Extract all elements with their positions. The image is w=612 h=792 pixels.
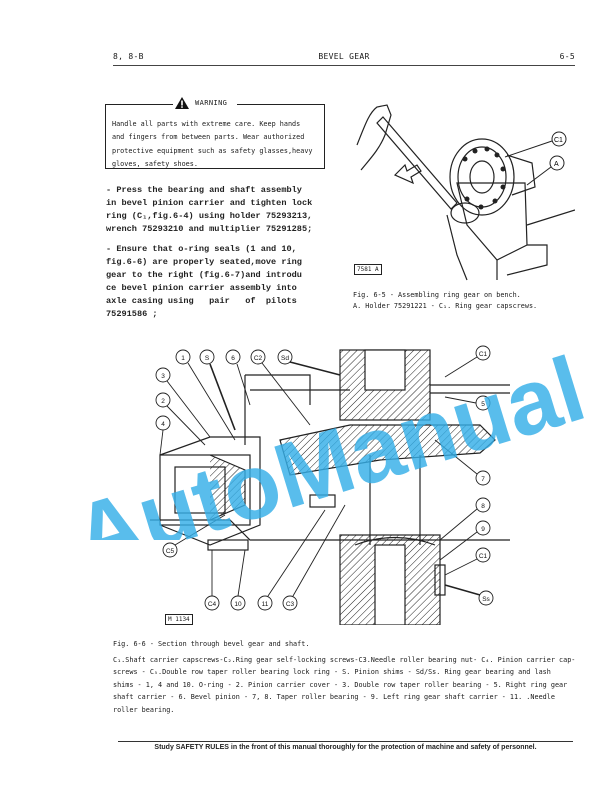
figure-6-5-caption: Fig. 6-5 - Assembling ring gear on bench… xyxy=(353,290,573,312)
page-number: 6-5 xyxy=(559,52,575,61)
section-number: 8, 8-B xyxy=(113,52,144,61)
instruction-step-1: - Press the bearing and shaft assembly i… xyxy=(106,184,338,236)
figure-caption-title: Fig. 6-6 - Section through bevel gear an… xyxy=(113,640,310,648)
svg-text:6: 6 xyxy=(231,355,235,362)
figure-caption-legend-line: screws - C₅.Double row taper roller bear… xyxy=(113,668,551,676)
instruction-line: gear to the right (fig.6-7)and introdu xyxy=(106,270,302,280)
figure-caption-legend-line: C₁.Shaft carrier capscrews-C₂.Ring gear … xyxy=(113,655,576,664)
svg-text:10: 10 xyxy=(234,601,242,608)
svg-text:7: 7 xyxy=(481,476,485,483)
page-title: BEVEL GEAR xyxy=(318,52,370,61)
svg-text:Sd: Sd xyxy=(281,355,289,362)
warning-box xyxy=(105,104,325,169)
instruction-line: fig.6-6) are properly seated,move ring xyxy=(106,257,302,267)
instruction-line: - Press the bearing and shaft assembly xyxy=(106,185,302,195)
figure-caption-legend: A. Holder 75291221 - C₁. Ring gear capsc… xyxy=(353,302,538,310)
svg-text:C1: C1 xyxy=(479,351,488,358)
figure-6-6-tag: M 1134 xyxy=(165,614,193,625)
ring-gear-bench-drawing: C1 A xyxy=(356,104,576,281)
instruction-line: ring (C₁,fig.6-4) using holder 75293213, xyxy=(106,211,313,221)
warning-line: protective equipment such as safety glas… xyxy=(112,146,313,155)
warning-title: WARNING xyxy=(195,99,228,107)
svg-text:4: 4 xyxy=(161,421,165,428)
figure-caption-legend-line: shaft carrier - 6. Bevel pinion - 7, 8. … xyxy=(113,693,555,701)
callout-c1 xyxy=(504,131,567,158)
safety-footer: Study SAFETY RULES in the front of this … xyxy=(154,744,537,751)
instruction-line: axle casing using pair of pilots xyxy=(106,296,297,306)
svg-text:Ss: Ss xyxy=(482,596,490,603)
svg-text:C5: C5 xyxy=(166,548,175,555)
warning-line: Handle all parts with extreme care. Keep… xyxy=(112,120,301,128)
svg-text:1: 1 xyxy=(181,355,185,362)
svg-text:11: 11 xyxy=(262,601,269,608)
figure-caption-legend-line: shims - 1, 4 and 10. O-ring - 2. Pinion … xyxy=(113,680,568,689)
svg-text:C3: C3 xyxy=(286,601,295,608)
figure-6-5-illustration: C1 A xyxy=(347,95,576,283)
svg-text:S: S xyxy=(205,355,210,362)
svg-text:C1: C1 xyxy=(479,553,488,560)
svg-text:3: 3 xyxy=(161,373,165,380)
warning-text: Handle all parts with extreme care. Keep… xyxy=(112,118,322,171)
warning-line: gloves, safety shoes. xyxy=(112,159,198,168)
instruction-line: ce bevel pinion carrier assembly into xyxy=(106,283,297,293)
svg-text:8: 8 xyxy=(481,503,485,510)
figure-6-5-tag: 7581 A xyxy=(354,264,382,275)
warning-header: WARNING xyxy=(175,96,235,110)
svg-text:5: 5 xyxy=(481,401,485,408)
instruction-line: 75291586 ; xyxy=(106,309,158,319)
svg-text:C4: C4 xyxy=(208,601,217,608)
svg-text:9: 9 xyxy=(481,526,485,533)
svg-text:C1: C1 xyxy=(554,137,563,144)
warning-box-top-right xyxy=(237,104,324,106)
warning-line: and fingers from between parts. Wear aut… xyxy=(112,133,305,142)
page-header: 8, 8-B BEVEL GEAR 6-5 xyxy=(113,52,575,66)
warning-box-top-left xyxy=(105,104,173,106)
instruction-line: in bevel pinion carrier and tighten lock xyxy=(106,198,313,208)
instruction-step-2: - Ensure that o-ring seals (1 and 10, fi… xyxy=(106,243,338,321)
footer-divider xyxy=(118,741,573,742)
svg-text:C2: C2 xyxy=(254,355,263,362)
warning-triangle-icon xyxy=(175,97,189,109)
header-divider xyxy=(113,65,575,66)
svg-text:A: A xyxy=(554,161,559,168)
svg-text:2: 2 xyxy=(161,398,165,405)
figure-6-6-caption: Fig. 6-6 - Section through bevel gear an… xyxy=(113,638,578,716)
instruction-line: - Ensure that o-ring seals (1 and 10, xyxy=(106,244,297,254)
figure-caption-title: Fig. 6-5 - Assembling ring gear on bench… xyxy=(353,291,521,299)
instruction-line: wrench 75293210 and multiplier 75291285; xyxy=(106,224,313,234)
figure-caption-legend-line: roller bearing. xyxy=(113,705,175,714)
